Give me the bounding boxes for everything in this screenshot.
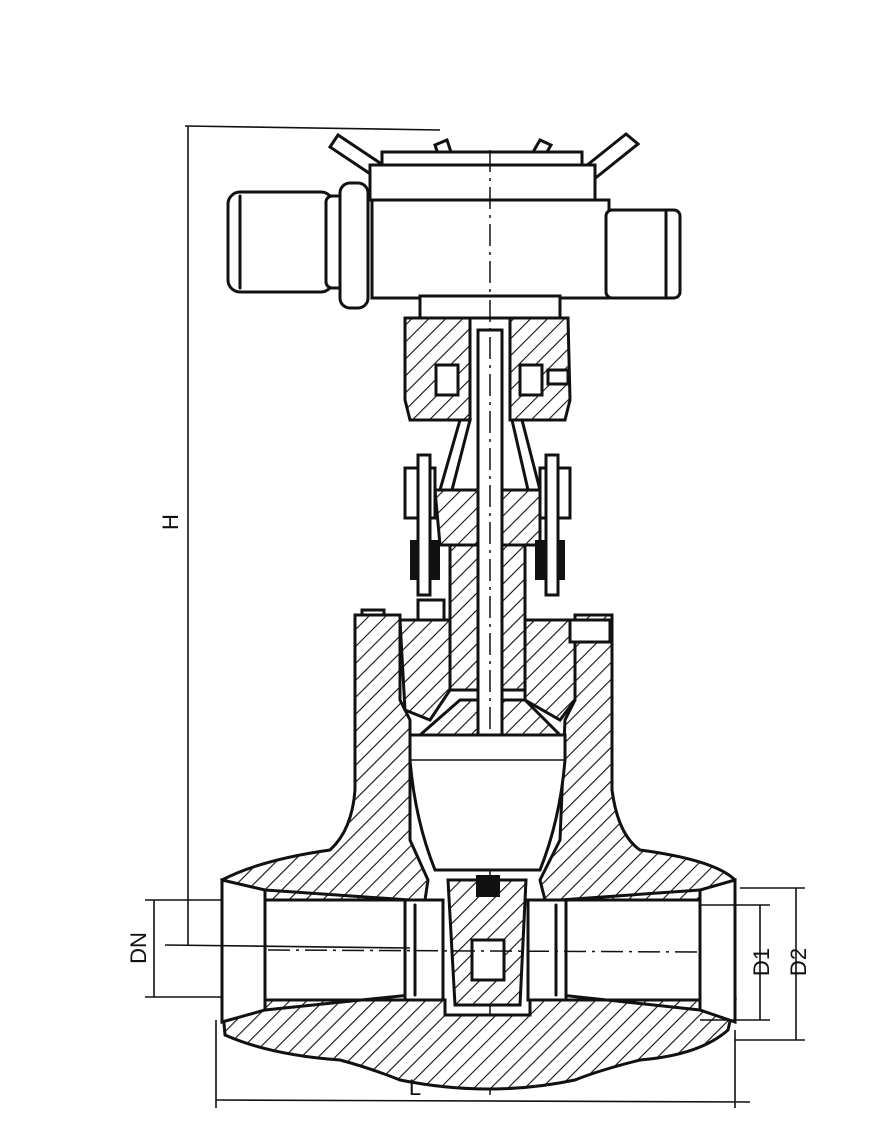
label-length: L (409, 1075, 421, 1100)
label-nominal-diameter: DN (126, 932, 151, 964)
motor-left (226, 181, 370, 310)
handwheel-spokes (327, 132, 641, 202)
dimension-lines (145, 125, 805, 1108)
gearbox-housing (370, 198, 611, 300)
label-outer-diameter: D2 (786, 948, 811, 976)
motor-right (604, 208, 682, 300)
dimension-labels: H DN D1 D2 L (126, 514, 811, 1100)
label-height: H (158, 514, 183, 530)
valve-body (220, 613, 737, 1091)
actuator (226, 132, 682, 310)
label-inner-diameter: D1 (749, 948, 774, 976)
